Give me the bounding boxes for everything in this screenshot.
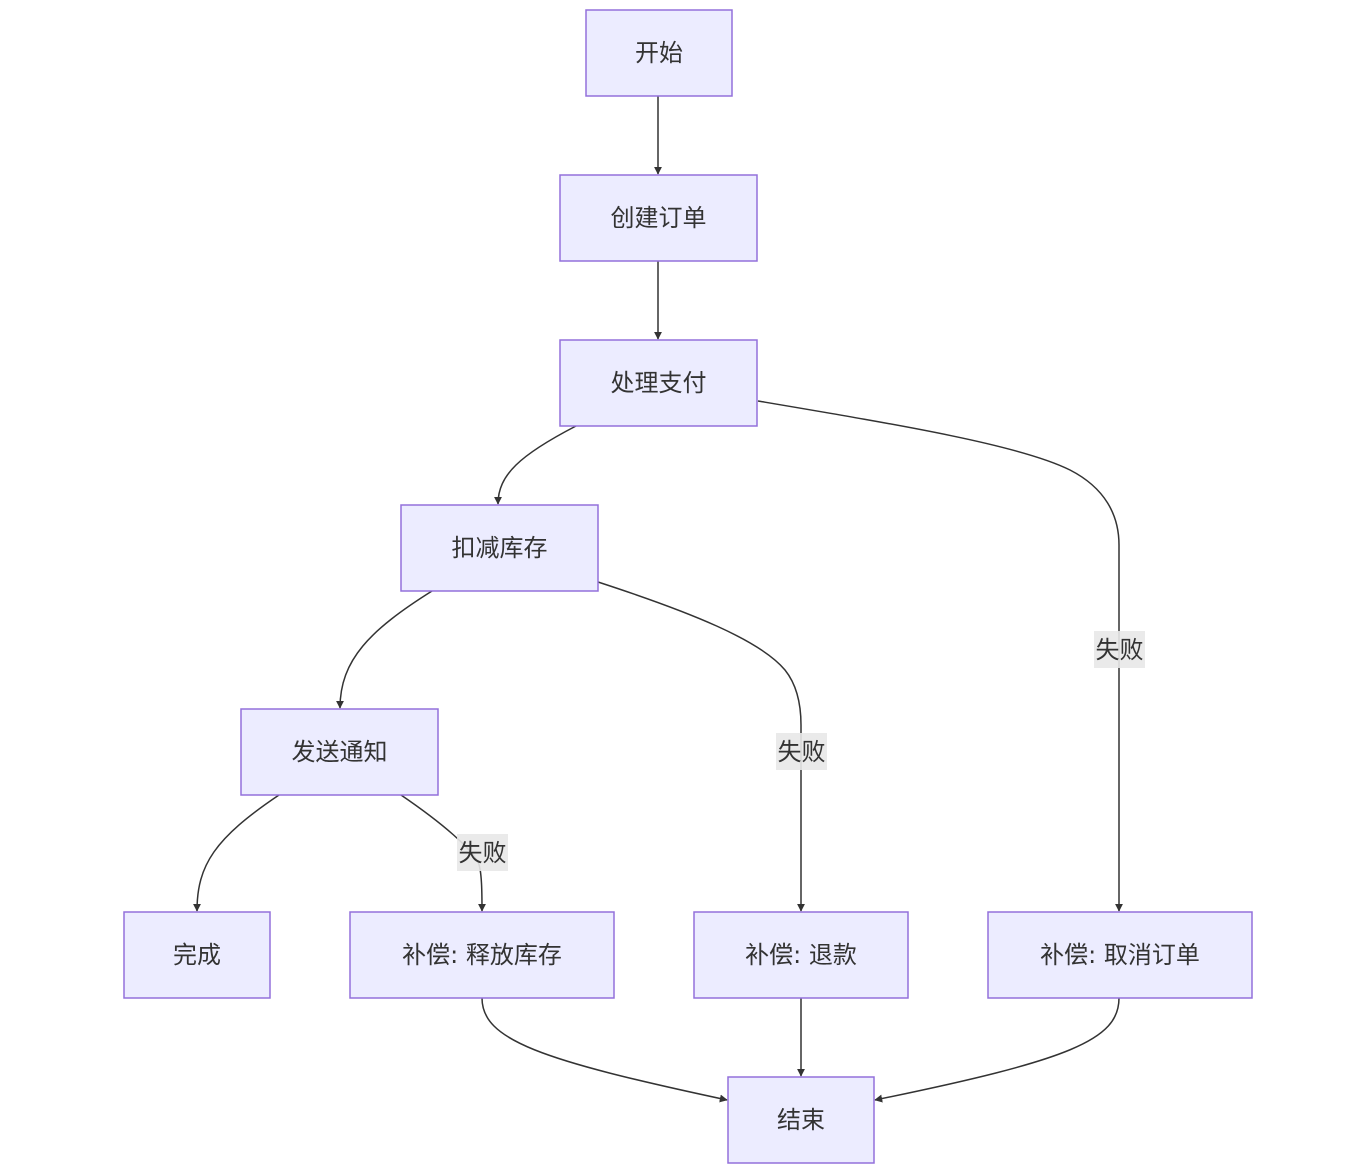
- node-deduct-inventory: 扣减库存: [400, 504, 599, 592]
- node-create-order-label: 创建订单: [611, 204, 707, 232]
- node-compensate-release-inventory-label: 补偿: 释放库存: [402, 941, 562, 969]
- node-compensate-cancel-order-label: 补偿: 取消订单: [1040, 941, 1200, 969]
- node-compensate-release-inventory: 补偿: 释放库存: [349, 911, 615, 999]
- nodes: 开始 创建订单 处理支付 扣减库存 发送通知 完成 补偿: 释放库存: [123, 9, 1253, 1164]
- node-compensate-cancel-order: 补偿: 取消订单: [987, 911, 1253, 999]
- node-send-notification-label: 发送通知: [292, 738, 388, 766]
- node-process-payment-label: 处理支付: [611, 369, 707, 397]
- edge-deduct-inventory-to-send-notification: [336, 590, 433, 709]
- edge-label-notification-fail-text: 失败: [459, 839, 507, 867]
- edge-label-notification-fail: 失败: [457, 834, 508, 871]
- node-create-order: 创建订单: [559, 174, 758, 262]
- edge-label-payment-fail: 失败: [1094, 631, 1145, 668]
- edge-process-payment-to-cancel-order: [757, 400, 1123, 912]
- edge-process-payment-to-deduct-inventory: [494, 425, 577, 505]
- edge-label-payment-fail-text: 失败: [1096, 636, 1144, 664]
- edge-label-inventory-fail: 失败: [776, 733, 827, 770]
- edge-release-inventory-to-end: [481, 997, 728, 1103]
- node-start: 开始: [585, 9, 733, 97]
- node-compensate-refund-label: 补偿: 退款: [745, 941, 857, 969]
- node-start-label: 开始: [635, 39, 683, 67]
- node-done-label: 完成: [173, 941, 221, 969]
- node-end-label: 结束: [777, 1106, 825, 1134]
- edge-cancel-order-to-end: [874, 997, 1120, 1103]
- node-done: 完成: [123, 911, 271, 999]
- node-compensate-refund: 补偿: 退款: [693, 911, 909, 999]
- node-process-payment: 处理支付: [559, 339, 758, 427]
- node-deduct-inventory-label: 扣减库存: [452, 534, 548, 562]
- edge-send-notification-to-done: [193, 794, 280, 912]
- edges: [193, 96, 1123, 1103]
- node-send-notification: 发送通知: [240, 708, 439, 796]
- edge-deduct-inventory-to-refund: [597, 581, 805, 912]
- edge-label-inventory-fail-text: 失败: [778, 738, 826, 766]
- node-end: 结束: [727, 1076, 875, 1164]
- edge-labels: 失败 失败 失败: [457, 631, 1145, 871]
